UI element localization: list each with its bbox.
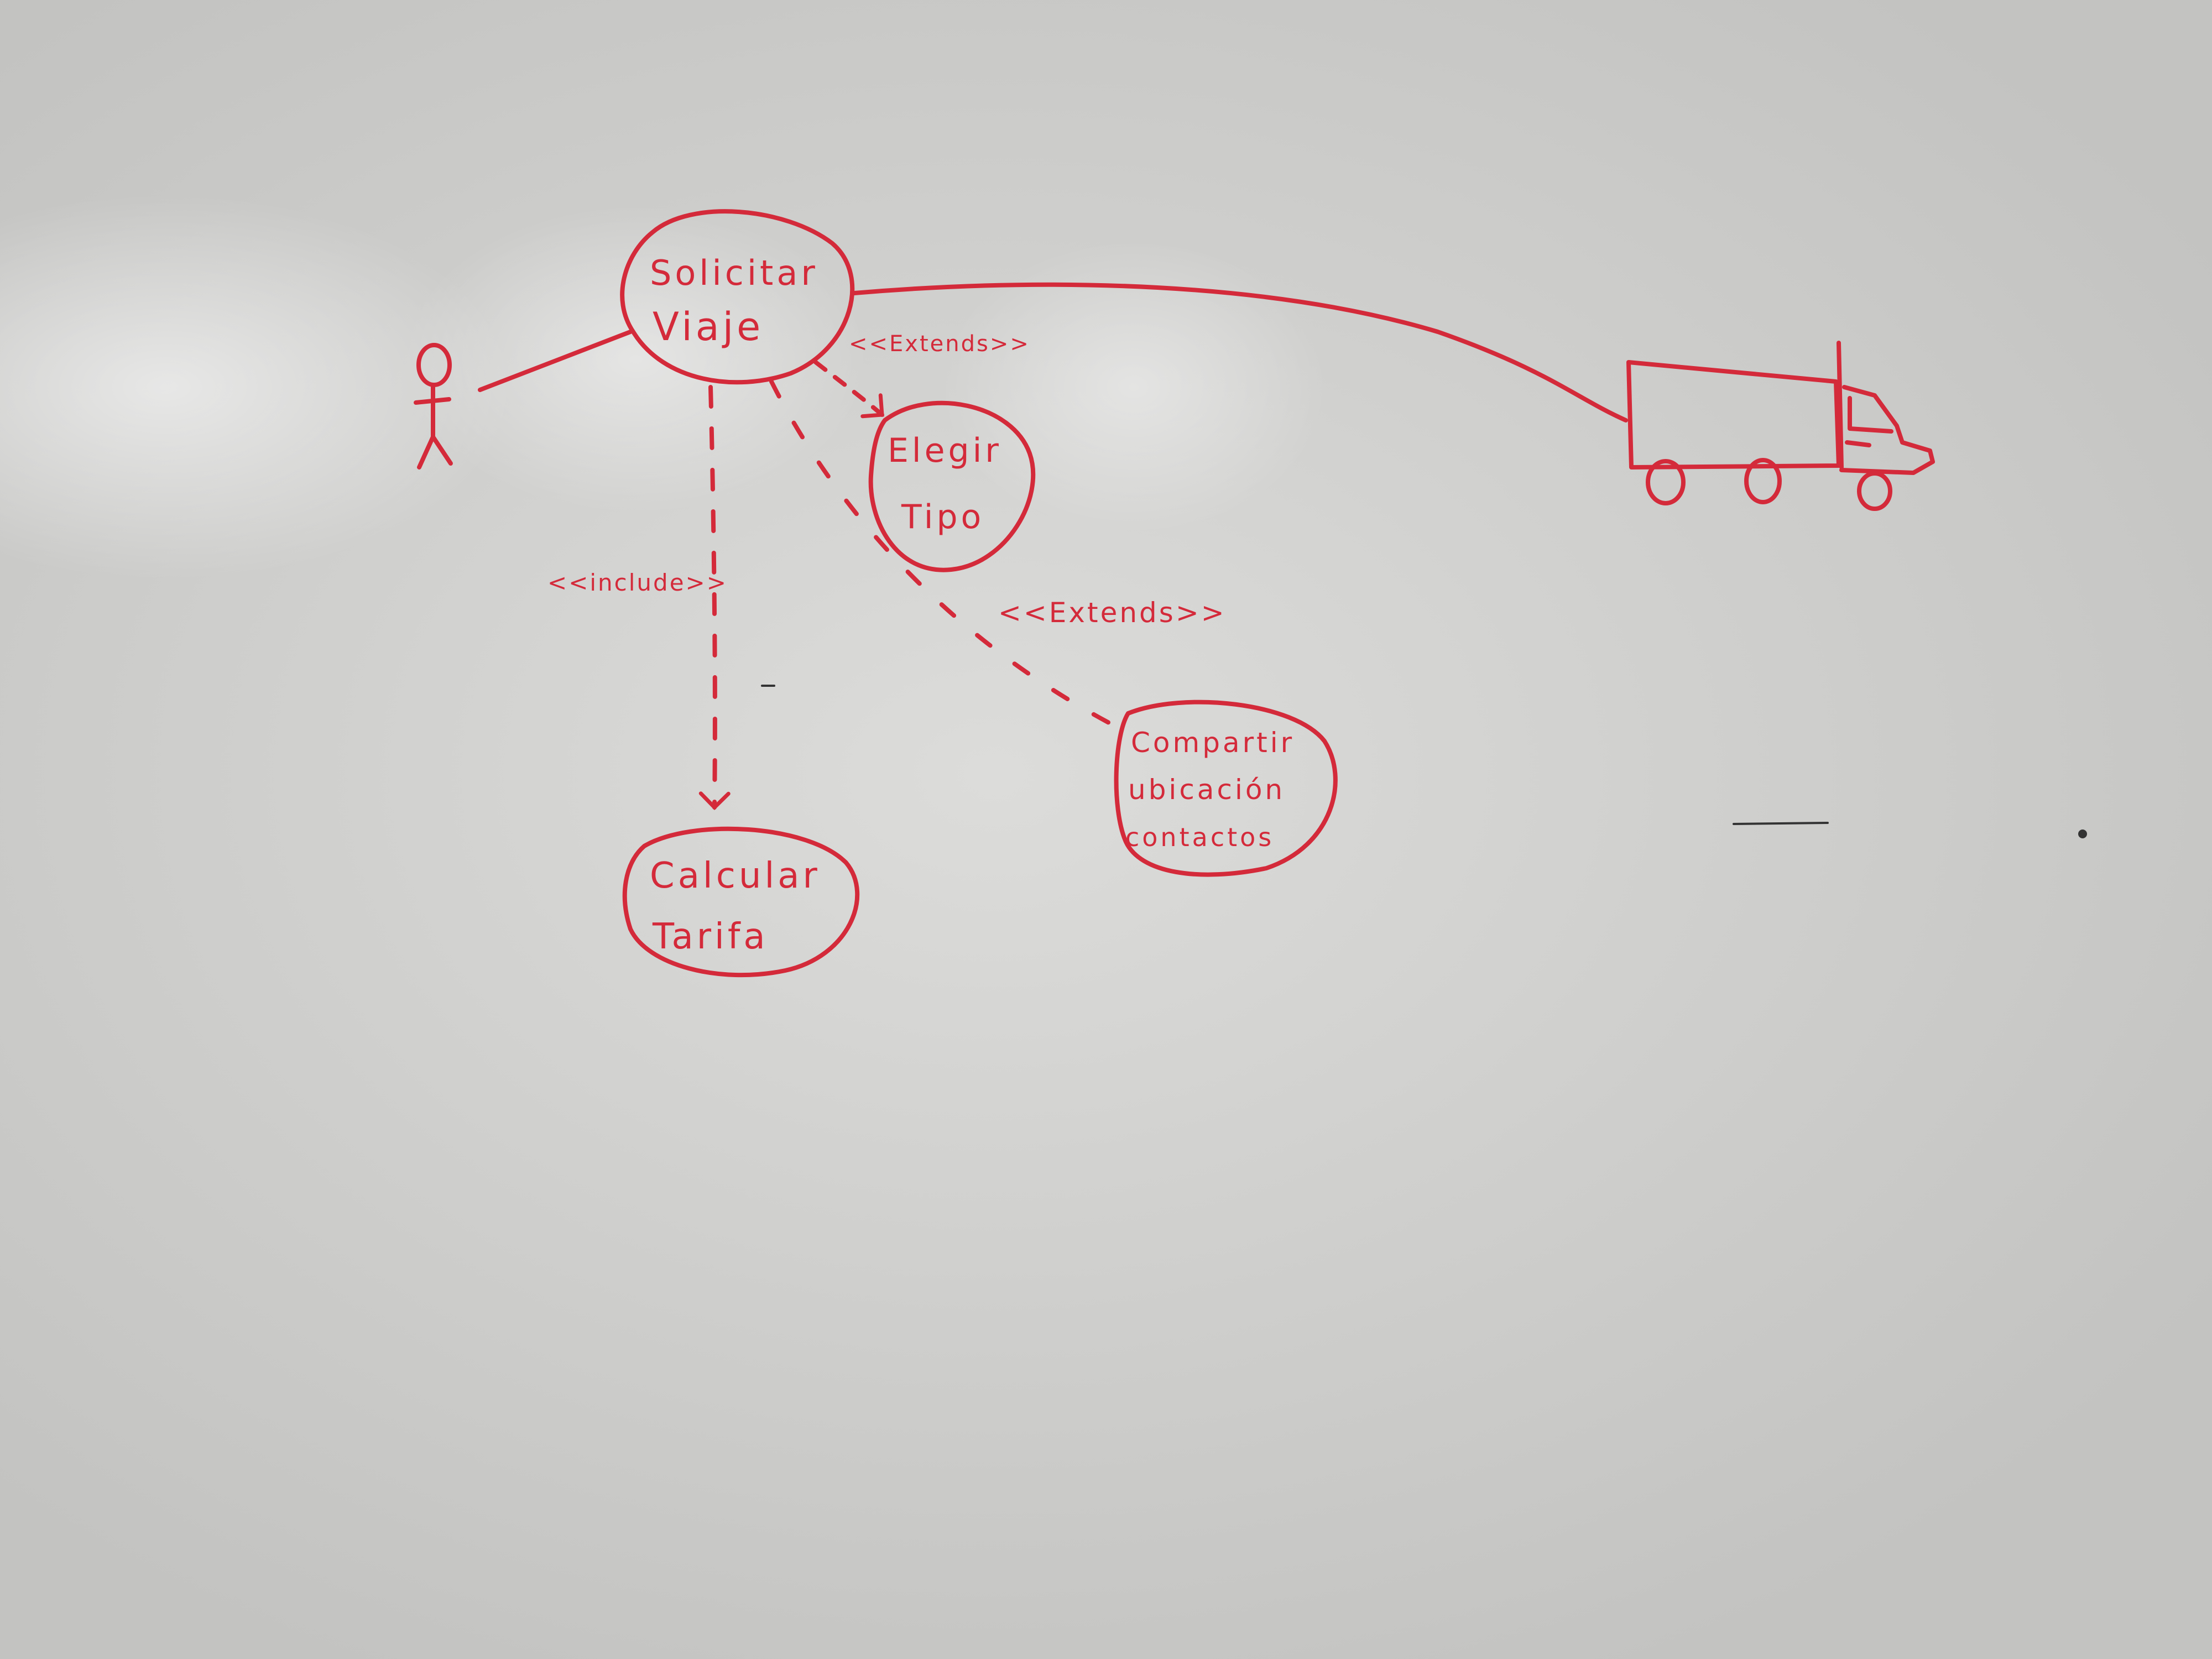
- extends-compartir-label: <<Extends>>: [998, 597, 1227, 629]
- actor-association-line: [478, 330, 633, 392]
- elegir-tipo-ellipse: [868, 400, 1036, 572]
- actor-stick-figure-icon: [414, 343, 453, 469]
- truck-association-line: [852, 282, 1628, 422]
- solicitar-viaje-label: Solicitar Viaje: [650, 253, 833, 349]
- calcular-tarifa-ellipse: [622, 826, 860, 978]
- solicitar-viaje-ellipse: [620, 209, 855, 385]
- extends-compartir-line: [769, 379, 1125, 732]
- extends-elegir-arrow: [813, 360, 884, 419]
- include-calcular-label: <<include>>: [547, 569, 728, 596]
- truck-icon: [1626, 341, 1935, 511]
- extends-elegir-label: <<Extends>>: [849, 331, 1030, 357]
- stray-marks: [761, 685, 2087, 838]
- calcular-tarifa-label: Calcular Tarifa: [650, 855, 835, 957]
- elegir-tipo-label: Elegir Tipo: [888, 431, 1016, 536]
- include-calcular-arrow: [698, 385, 731, 810]
- compartir-ubicacion-label: Compartir ubicación contactos: [1125, 727, 1306, 852]
- compartir-ubicacion-ellipse: [1114, 700, 1338, 877]
